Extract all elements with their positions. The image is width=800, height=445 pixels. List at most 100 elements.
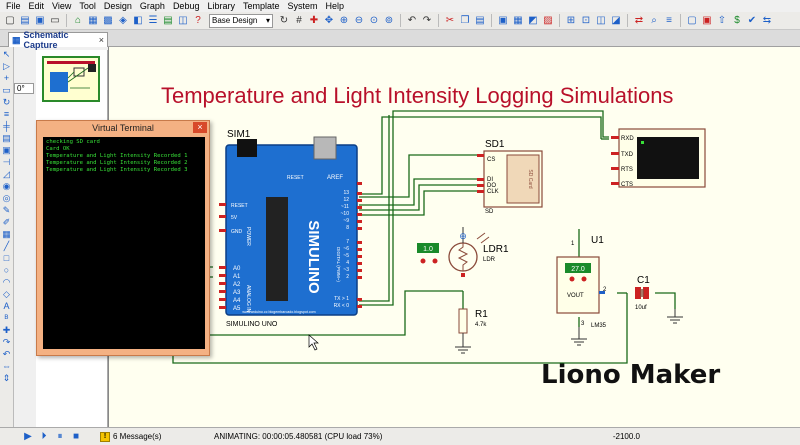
new-file-icon[interactable]: ▢ xyxy=(5,15,15,26)
path-icon[interactable]: ◇ xyxy=(3,289,10,299)
undo-icon[interactable]: ↶ xyxy=(407,15,417,26)
terminal-mode-icon[interactable]: ▣ xyxy=(2,145,11,155)
block-rotate-icon[interactable]: ◩ xyxy=(528,15,538,26)
arduino-board[interactable]: SIM1 RESET AREF SIMULINO POWER ANALOG IN… xyxy=(219,129,362,328)
netlist-icon[interactable]: ⇆ xyxy=(762,15,772,26)
junction-dot-icon[interactable]: + xyxy=(3,73,10,83)
remove-sheet-icon[interactable]: ▣ xyxy=(702,15,712,26)
refresh-icon[interactable]: ↻ xyxy=(279,15,289,26)
menu-tool[interactable]: Tool xyxy=(79,1,96,11)
pan-icon[interactable]: ✥ xyxy=(324,15,334,26)
stop-button[interactable]: ■ xyxy=(72,431,80,442)
tape-recorder-icon[interactable]: ◉ xyxy=(2,181,11,191)
circle-icon[interactable]: ○ xyxy=(3,265,10,275)
block-move-icon[interactable]: ▦ xyxy=(513,15,523,26)
zoom-all-icon[interactable]: ⊙ xyxy=(369,15,379,26)
source-code-icon[interactable]: ▤ xyxy=(163,15,173,26)
component-mode-icon[interactable]: ▷ xyxy=(3,61,10,71)
wire-autorouter-icon[interactable]: ⇄ xyxy=(634,15,644,26)
ldr-decrease-button[interactable] xyxy=(420,258,426,264)
subcircuit-icon[interactable]: ▤ xyxy=(2,133,11,143)
rotate-icon[interactable]: ↻ xyxy=(2,97,11,107)
close-icon[interactable]: × xyxy=(193,122,207,133)
virtual-terminal-window[interactable]: Virtual Terminal × checking SD card Card… xyxy=(36,120,210,356)
search-icon[interactable]: ⌕ xyxy=(651,15,657,26)
menu-design[interactable]: Design xyxy=(103,1,132,11)
temperature-sensor-u1[interactable]: U1 1 27.0 VOUT 2 3 LM35 xyxy=(556,235,607,346)
virtual-instrument-icon[interactable]: ▦ xyxy=(2,229,11,239)
menu-help[interactable]: Help xyxy=(325,1,345,11)
line-icon[interactable]: ╱ xyxy=(3,241,10,251)
design-selector[interactable]: Base Design▾ xyxy=(209,13,273,28)
menu-template[interactable]: Template xyxy=(242,1,280,11)
close-file-icon[interactable]: ▭ xyxy=(50,15,60,26)
copy-icon[interactable]: ❐ xyxy=(460,15,470,26)
new-sheet-icon[interactable]: ▢ xyxy=(687,15,697,26)
pin-mode-icon[interactable]: ⊣ xyxy=(2,157,11,167)
make-device-icon[interactable]: ⊡ xyxy=(581,15,591,26)
virtual-terminal-output[interactable]: checking SD card Card OK Temperature and… xyxy=(43,137,205,349)
rotate-cw-icon[interactable]: ↷ xyxy=(2,337,11,347)
menu-view[interactable]: View xyxy=(52,1,72,11)
cut-icon[interactable]: ✂ xyxy=(445,15,455,26)
symbol-icon[interactable]: ᴮ xyxy=(4,313,9,323)
schematic-canvas[interactable]: Temperature and Light Intensity Logging … xyxy=(108,47,800,427)
ldr-sensor[interactable]: 1.0 LDR1 LDR ⊕ xyxy=(417,227,509,277)
ldr-increase-button[interactable] xyxy=(432,258,438,264)
zoom-out-icon[interactable]: ⊖ xyxy=(354,15,364,26)
block-delete-icon[interactable]: ▨ xyxy=(543,15,553,26)
menu-debug[interactable]: Debug xyxy=(172,1,200,11)
selection-mode-icon[interactable]: ↖ xyxy=(2,49,11,59)
menu-graph[interactable]: Graph xyxy=(139,1,165,11)
arc-icon[interactable]: ◠ xyxy=(2,277,11,287)
u1-increase-button[interactable] xyxy=(581,276,587,282)
open-file-icon[interactable]: ▤ xyxy=(20,15,30,26)
marker-icon[interactable]: ✚ xyxy=(2,325,11,335)
pcb-icon[interactable]: ▩ xyxy=(103,15,113,26)
mirror-y-icon[interactable]: ⇕ xyxy=(2,373,11,383)
overview-thumbnail[interactable] xyxy=(42,56,100,102)
graph-mode-icon[interactable]: ◿ xyxy=(3,169,10,179)
origin-icon[interactable]: ✚ xyxy=(309,15,319,26)
save-icon[interactable]: ▣ xyxy=(35,15,45,26)
message-count[interactable]: ! 6 Message(s) xyxy=(100,431,210,442)
bus-icon[interactable]: ╪ xyxy=(3,121,10,131)
help-icon[interactable]: ? xyxy=(195,15,201,26)
mirror-x-icon[interactable]: ⇔ xyxy=(2,361,11,371)
rotation-field[interactable]: 0° xyxy=(14,83,34,94)
grid-icon[interactable]: # xyxy=(296,15,302,26)
3d-view-icon[interactable]: ◈ xyxy=(119,15,127,26)
generator-icon[interactable]: ◎ xyxy=(2,193,11,203)
text-script-icon[interactable]: ≡ xyxy=(3,109,10,119)
virtual-terminal-titlebar[interactable]: Virtual Terminal × xyxy=(37,121,209,135)
exit-to-parent-icon[interactable]: ⇧ xyxy=(717,15,727,26)
close-icon[interactable]: × xyxy=(98,35,104,45)
step-button[interactable]: ⏵ xyxy=(41,431,47,442)
redo-icon[interactable]: ↷ xyxy=(422,15,432,26)
property-assign-icon[interactable]: ≡ xyxy=(666,15,672,26)
menu-edit[interactable]: Edit xyxy=(28,1,45,11)
voltage-probe-icon[interactable]: ✎ xyxy=(2,205,11,215)
tab-schematic-capture[interactable]: ▦ Schematic Capture × xyxy=(8,30,108,50)
paste-icon[interactable]: ▤ xyxy=(475,15,485,26)
package-tool-icon[interactable]: ◫ xyxy=(596,15,606,26)
capacitor-c1[interactable]: C1 10uf xyxy=(635,275,683,324)
menu-file[interactable]: File xyxy=(6,1,21,11)
schematic-icon[interactable]: ▦ xyxy=(88,15,98,26)
resistor-r1[interactable]: R1 4.7k xyxy=(455,308,488,354)
text-icon[interactable]: A xyxy=(3,301,10,311)
bill-of-materials-icon[interactable]: $ xyxy=(734,15,740,26)
decompose-icon[interactable]: ◪ xyxy=(611,15,621,26)
rotate-ccw-icon[interactable]: ↶ xyxy=(2,349,11,359)
erc-icon[interactable]: ✔ xyxy=(747,15,757,26)
pick-device-icon[interactable]: ⊞ xyxy=(566,15,576,26)
menu-library[interactable]: Library xyxy=(207,1,235,11)
bom-icon[interactable]: ☰ xyxy=(148,15,158,26)
current-probe-icon[interactable]: ✐ xyxy=(2,217,11,227)
sd-card-module[interactable]: SD1 SD Card CS DI DO CLK SD xyxy=(477,139,543,215)
wire-label-icon[interactable]: ▭ xyxy=(2,85,11,95)
home-icon[interactable]: ⌂ xyxy=(74,15,82,26)
pause-button[interactable]: ⏸ xyxy=(57,431,63,442)
menu-system[interactable]: System xyxy=(287,1,318,11)
play-button[interactable]: ▶ xyxy=(24,431,32,442)
